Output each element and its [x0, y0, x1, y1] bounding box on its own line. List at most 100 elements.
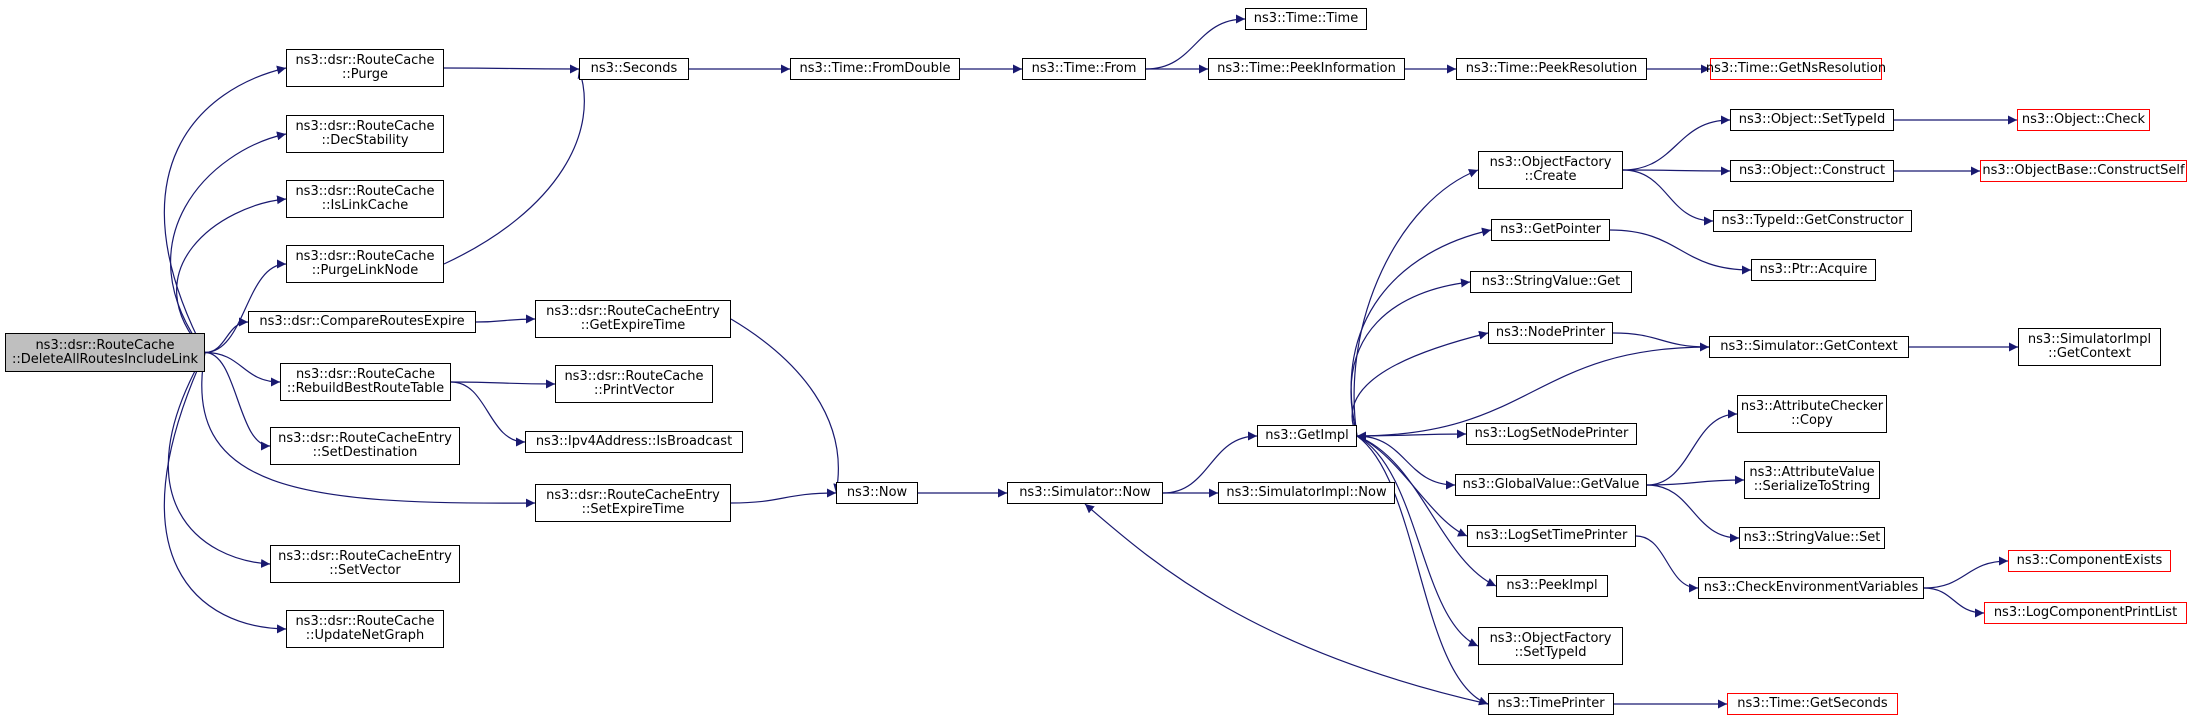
node-line1: ns3::StringValue::Set [1743, 530, 1881, 545]
node-printvector[interactable]: ns3::dsr::RouteCache ::PrintVector [555, 365, 713, 403]
edge-timefrom-to-timetime [1145, 14, 1246, 70]
edge-root-to-rebuild [204, 351, 281, 387]
node-timegetsec[interactable]: ns3::Time::GetSeconds [1727, 693, 1898, 715]
edge-root-to-purgelink [204, 259, 287, 354]
node-line1: ns3::Time::PeekInformation [1217, 61, 1396, 76]
node-simimplnow[interactable]: ns3::SimulatorImpl::Now [1218, 482, 1395, 504]
node-compexists[interactable]: ns3::ComponentExists [2008, 550, 2171, 572]
node-isbroadcast[interactable]: ns3::Ipv4Address::IsBroadcast [525, 431, 743, 453]
node-typeidgetcons[interactable]: ns3::TypeId::GetConstructor [1713, 210, 1912, 232]
node-simnow[interactable]: ns3::Simulator::Now [1007, 482, 1163, 504]
node-line1: ns3::GetImpl [1265, 428, 1349, 443]
node-objfactcreate[interactable]: ns3::ObjectFactory ::Create [1478, 151, 1623, 189]
edge-rebuild-to-isbroadcast [450, 381, 526, 447]
node-getimpl[interactable]: ns3::GetImpl [1257, 425, 1357, 447]
node-nodeprinter[interactable]: ns3::NodePrinter [1488, 322, 1613, 344]
edge-getimpl-to-globalget [1356, 435, 1456, 490]
edge-root-to-decstab [170, 131, 287, 353]
node-logsettime[interactable]: ns3::LogSetTimePrinter [1467, 525, 1636, 547]
edge-timeprinter-to-simnow [1084, 503, 1489, 705]
node-islink[interactable]: ns3::dsr::RouteCache ::IsLinkCache [286, 180, 444, 218]
node-objsettype[interactable]: ns3::Object::SetTypeId [1730, 109, 1894, 131]
node-line1: ns3::dsr::RouteCache [295, 249, 435, 264]
node-simgetctx[interactable]: ns3::Simulator::GetContext [1709, 336, 1909, 358]
node-line2: ::SetExpireTime [581, 502, 685, 517]
node-attrcheckcopy[interactable]: ns3::AttributeChecker ::Copy [1737, 395, 1887, 433]
edge-globalget-to-stringset [1646, 484, 1740, 543]
node-objcheck[interactable]: ns3::Object::Check [2017, 109, 2150, 131]
node-line1: ns3::CheckEnvironmentVariables [1703, 580, 1919, 595]
node-line1: ns3::dsr::RouteCacheEntry [546, 488, 720, 503]
node-line1: ns3::Simulator::Now [1019, 485, 1151, 500]
node-setexpire[interactable]: ns3::dsr::RouteCacheEntry ::SetExpireTim… [535, 484, 731, 522]
edge-root-to-setexpire [201, 352, 536, 508]
node-globalget[interactable]: ns3::GlobalValue::GetValue [1455, 474, 1647, 496]
node-line2: ::SetTypeId [1514, 645, 1587, 660]
node-getnsres[interactable]: ns3::Time::GetNsResolution [1706, 58, 1886, 80]
node-compare[interactable]: ns3::dsr::CompareRoutesExpire [248, 311, 476, 333]
edge-nodeprinter-to-simgetctx [1612, 332, 1710, 352]
node-peekres[interactable]: ns3::Time::PeekResolution [1456, 58, 1647, 80]
node-updatenet[interactable]: ns3::dsr::RouteCache ::UpdateNetGraph [286, 610, 444, 648]
edge-purgelink-to-seconds [443, 68, 587, 265]
node-objfactsettype[interactable]: ns3::ObjectFactory ::SetTypeId [1478, 627, 1623, 665]
node-root[interactable]: ns3::dsr::RouteCache ::DeleteAllRoutesIn… [5, 333, 205, 372]
node-seconds[interactable]: ns3::Seconds [579, 58, 689, 80]
node-purge[interactable]: ns3::dsr::RouteCache ::Purge [286, 49, 444, 87]
node-line1: ns3::dsr::RouteCache [295, 184, 435, 199]
edge-checkenv-to-compexists [1923, 556, 2009, 589]
edge-globalget-to-attrcheckcopy [1646, 409, 1738, 486]
node-objconstruct[interactable]: ns3::Object::Construct [1730, 160, 1894, 182]
node-stringset[interactable]: ns3::StringValue::Set [1739, 527, 1885, 549]
node-line2: ::SetVector [329, 563, 401, 578]
node-line1: ns3::TimePrinter [1497, 696, 1605, 711]
edge-compare-to-getexpire [475, 314, 536, 324]
node-line2: ::SerializeToString [1753, 479, 1871, 494]
node-line1: ns3::AttributeChecker [1740, 399, 1884, 414]
node-line2: ::DecStability [321, 133, 409, 148]
node-logcompprint[interactable]: ns3::LogComponentPrintList [1984, 602, 2187, 624]
node-peekinfo[interactable]: ns3::Time::PeekInformation [1208, 58, 1405, 80]
node-line2: ::GetContext [2048, 346, 2131, 361]
node-line1: ns3::TypeId::GetConstructor [1721, 213, 1904, 228]
edge-getexpire-to-now [730, 318, 843, 494]
node-setvector[interactable]: ns3::dsr::RouteCacheEntry ::SetVector [270, 545, 460, 583]
node-line1: ns3::dsr::RouteCacheEntry [278, 549, 452, 564]
node-timeprinter[interactable]: ns3::TimePrinter [1488, 693, 1614, 715]
node-line2: ::PurgeLinkNode [311, 263, 419, 278]
node-decstab[interactable]: ns3::dsr::RouteCache ::DecStability [286, 115, 444, 153]
edge-root-to-setvector [167, 352, 271, 568]
node-line1: ns3::LogSetNodePrinter [1474, 426, 1629, 441]
node-stringget[interactable]: ns3::StringValue::Get [1470, 271, 1632, 293]
node-line1: ns3::dsr::RouteCacheEntry [278, 431, 452, 446]
node-peekimpl[interactable]: ns3::PeekImpl [1496, 575, 1608, 597]
node-line1: ns3::ObjectBase::ConstructSelf [1982, 163, 2185, 178]
node-purgelink[interactable]: ns3::dsr::RouteCache ::PurgeLinkNode [286, 245, 444, 283]
node-line1: ns3::Seconds [590, 61, 678, 76]
node-line1: ns3::dsr::RouteCacheEntry [546, 304, 720, 319]
node-timefrom[interactable]: ns3::Time::From [1022, 58, 1146, 80]
node-now[interactable]: ns3::Now [836, 482, 918, 504]
node-logsetnode[interactable]: ns3::LogSetNodePrinter [1466, 423, 1637, 445]
node-simimplgetctx[interactable]: ns3::SimulatorImpl ::GetContext [2018, 328, 2161, 366]
node-line2: ::Copy [1791, 413, 1833, 428]
node-setdest[interactable]: ns3::dsr::RouteCacheEntry ::SetDestinati… [270, 427, 460, 465]
node-objbaseconstruct[interactable]: ns3::ObjectBase::ConstructSelf [1980, 160, 2187, 182]
node-rebuild[interactable]: ns3::dsr::RouteCache ::RebuildBestRouteT… [280, 363, 451, 401]
node-line1: ns3::ComponentExists [2016, 553, 2163, 568]
edge-getimpl-to-timeprinter [1356, 435, 1489, 706]
edge-getimpl-to-getpointer [1350, 227, 1492, 437]
node-getpointer[interactable]: ns3::GetPointer [1491, 219, 1610, 241]
node-getexpire[interactable]: ns3::dsr::RouteCacheEntry ::GetExpireTim… [535, 300, 731, 338]
node-line1: ns3::dsr::RouteCache [295, 367, 436, 382]
node-fromdouble[interactable]: ns3::Time::FromDouble [790, 58, 960, 80]
node-attrvalser[interactable]: ns3::AttributeValue ::SerializeToString [1744, 461, 1880, 499]
node-line1: ns3::Ipv4Address::IsBroadcast [535, 434, 733, 449]
node-checkenv[interactable]: ns3::CheckEnvironmentVariables [1698, 577, 1924, 599]
node-line1: ns3::dsr::RouteCache [564, 369, 704, 384]
edge-objfactcreate-to-typeidgetcons [1622, 169, 1714, 226]
node-ptracquire[interactable]: ns3::Ptr::Acquire [1751, 259, 1876, 281]
node-timetime[interactable]: ns3::Time::Time [1245, 8, 1367, 30]
edge-globalget-to-attrvalser [1646, 475, 1745, 486]
